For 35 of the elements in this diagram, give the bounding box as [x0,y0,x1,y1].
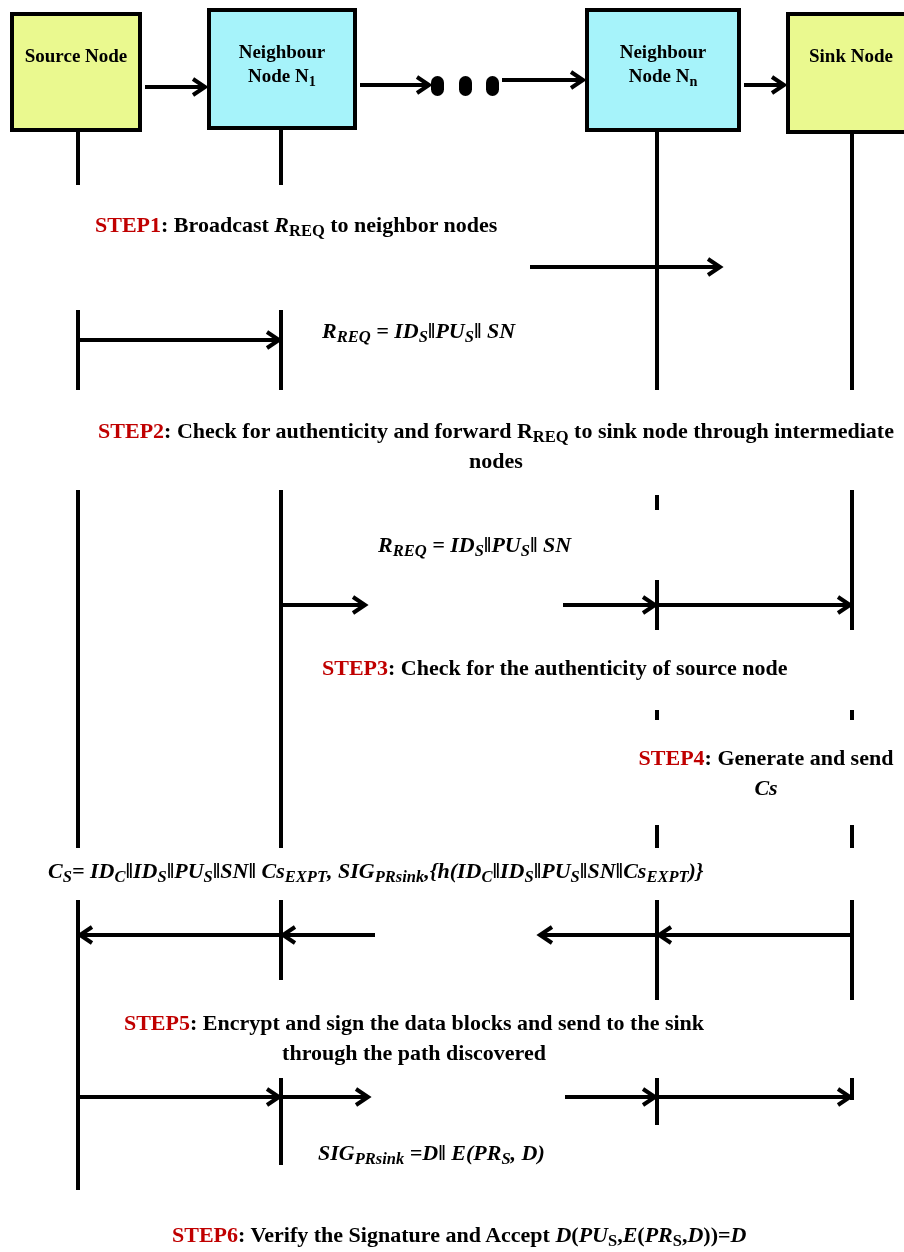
formula-text: SIG$_{PRsink}$ =D‖ E(PR$_{S}$, D) [318,1139,545,1168]
node-label: Neighbour Node N$_{1}$ [237,40,327,88]
step-text: STEP6: Verify the Signature and Accept D(PU$_{S}$,E(PR$_{S}$,D))=D [172,1221,747,1250]
formula-text: R$_{REQ}$ = ID$_{S}$‖PU$_{S}$‖ SN [322,317,516,346]
arrow [502,70,585,90]
step-text: STEP5: Encrypt and sign the data blocks and send to the sink through the path discovered [122,1009,706,1067]
node-label: Sink Node [809,44,893,68]
arrow [281,925,375,945]
arrow [360,75,431,95]
node-box [207,8,357,130]
formula-text: C$_{S}$= ID$_{C}$‖ID$_{S}$‖PU$_{S}$‖SN‖ Cs$_{EXPT}$, SIG$_{PRsink}$,{h(ID$_{C}$‖ID$_{S}$‖PU$_{S}$‖SN‖Cs$_{EXPT}$)} [48,857,704,886]
node-label: Source Node [24,44,128,68]
arrow [563,595,657,615]
arrow [659,595,852,615]
arrow [657,925,850,945]
step-text: STEP2: Check for authenticity and forward R$_{REQ}$ to sink node through intermediate nodes [97,417,895,475]
node-box [786,12,904,134]
step-text: STEP4: Generate and send Cs [637,744,895,802]
step-text: STEP3: Check for the authenticity of source node [322,654,788,682]
node-box [585,8,741,132]
arrow [80,330,281,350]
node-box [10,12,142,132]
node-label: Neighbour Node N$_{n}$ [618,40,708,88]
arrow [659,1087,852,1107]
arrow [744,75,786,95]
ellipsis-dots [431,76,499,96]
step-text: STEP1: Broadcast R$_{REQ}$ to neighbor nodes [95,211,498,240]
arrow [80,1087,281,1107]
arrow [565,1087,657,1107]
arrow [283,1087,370,1107]
formula-text: R$_{REQ}$ = ID$_{S}$‖PU$_{S}$‖ SN [378,531,572,560]
arrow [283,595,367,615]
arrow [145,77,207,97]
arrow [78,925,279,945]
arrow [538,925,655,945]
